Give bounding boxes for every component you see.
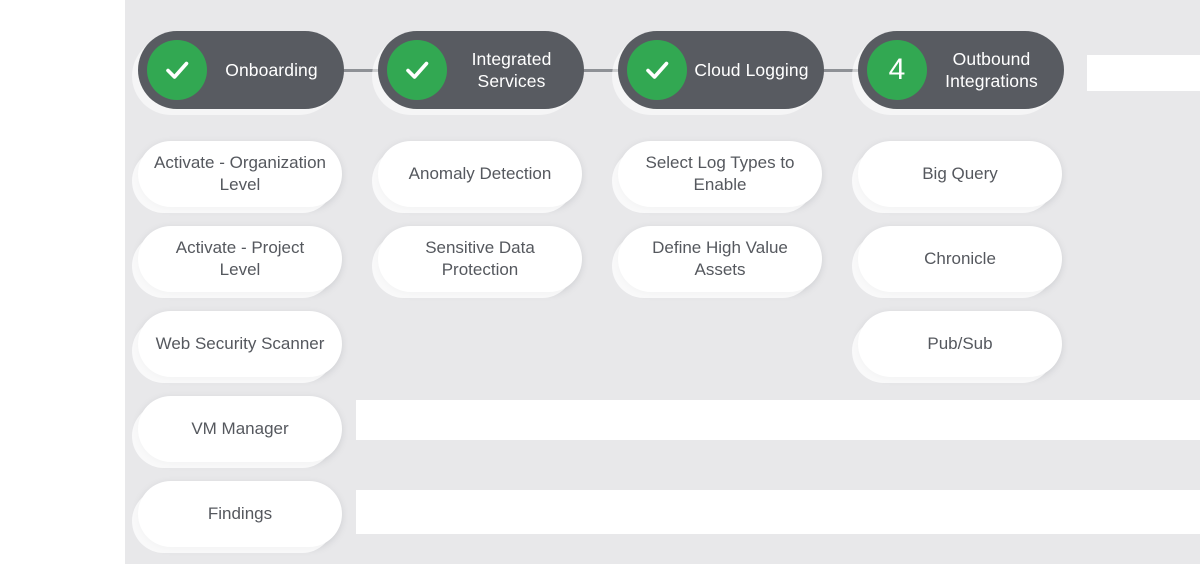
list-item[interactable]: Big Query xyxy=(858,141,1062,207)
list-item[interactable]: Web Security Scanner xyxy=(138,311,342,377)
step-label: Outbound Integrations xyxy=(945,48,1038,91)
step-label: Cloud Logging xyxy=(694,59,809,80)
background-band-middle xyxy=(356,400,1200,440)
column-outbound-integrations: Big Query Chronicle Pub/Sub xyxy=(858,141,1062,377)
list-item[interactable]: Select Log Types to Enable xyxy=(618,141,822,207)
step-label: Onboarding xyxy=(225,59,318,80)
check-icon xyxy=(627,40,687,100)
list-item[interactable]: VM Manager xyxy=(138,396,342,462)
column-onboarding: Activate - Organization Level Activate -… xyxy=(138,141,342,547)
list-item[interactable]: Define High Value Assets xyxy=(618,226,822,292)
column-cloud-logging: Select Log Types to Enable Define High V… xyxy=(618,141,822,292)
check-icon xyxy=(387,40,447,100)
step-connector-3-4 xyxy=(820,69,862,72)
list-item[interactable]: Activate - Project Level xyxy=(138,226,342,292)
list-item[interactable]: Pub/Sub xyxy=(858,311,1062,377)
step-header-cloud-logging[interactable]: Cloud Logging xyxy=(618,31,824,109)
background-band-bottom xyxy=(356,490,1200,534)
column-integrated-services: Anomaly Detection Sensitive Data Protect… xyxy=(378,141,582,292)
step-connector-1-2 xyxy=(340,69,382,72)
step-header-onboarding[interactable]: Onboarding xyxy=(138,31,344,109)
step-label: Integrated Services xyxy=(471,48,552,91)
step-number-badge: 4 xyxy=(867,40,927,100)
list-item[interactable]: Anomaly Detection xyxy=(378,141,582,207)
list-item[interactable]: Activate - Organization Level xyxy=(138,141,342,207)
list-item[interactable]: Findings xyxy=(138,481,342,547)
check-icon xyxy=(147,40,207,100)
list-item[interactable]: Sensitive Data Protection xyxy=(378,226,582,292)
step-header-outbound-integrations[interactable]: 4 Outbound Integrations xyxy=(858,31,1064,109)
step-header-integrated-services[interactable]: Integrated Services xyxy=(378,31,584,109)
step-connector-2-3 xyxy=(580,69,622,72)
list-item[interactable]: Chronicle xyxy=(858,226,1062,292)
background-band-top xyxy=(1087,55,1200,91)
